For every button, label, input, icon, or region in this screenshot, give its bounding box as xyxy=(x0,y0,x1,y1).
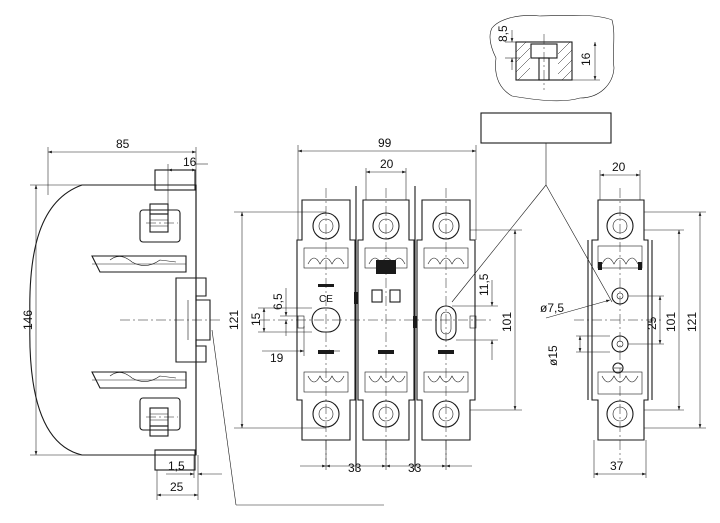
label-33-a: 33 xyxy=(348,461,362,475)
label-101-right: 101 xyxy=(664,312,678,332)
label-dia-15: ø15 xyxy=(546,345,560,366)
label-6-5: 6,5 xyxy=(271,293,285,310)
label-19: 19 xyxy=(270,351,284,365)
label-25-right: 25 xyxy=(645,316,659,330)
label-dia-7-5: ø7,5 xyxy=(540,301,564,315)
side-top-lug xyxy=(154,169,196,191)
side-bottom-lug xyxy=(154,449,196,471)
front-view: CE xyxy=(227,136,522,475)
label-121-front: 121 xyxy=(227,310,241,330)
right-view: 20 ø7,5 ø15 25 101 121 37 xyxy=(540,160,706,478)
label-15-front: 15 xyxy=(249,312,263,326)
label-121-right: 121 xyxy=(685,312,699,332)
label-20-front: 20 xyxy=(380,157,394,171)
label-16-detail: 16 xyxy=(579,52,593,66)
label-box xyxy=(480,112,612,144)
side-view: 85 16 146 1,5 25 xyxy=(21,137,384,506)
label-11-5: 11,5 xyxy=(477,273,491,296)
label-16-side: 16 xyxy=(183,155,197,169)
right-outline xyxy=(591,199,649,441)
label-146: 146 xyxy=(21,310,35,330)
label-8-5: 8,5 xyxy=(496,25,510,42)
label-85: 85 xyxy=(116,137,130,151)
detail-break-outline xyxy=(489,14,615,102)
label-25-side: 25 xyxy=(170,480,184,494)
label-33-b: 33 xyxy=(408,461,422,475)
side-cover xyxy=(29,184,197,456)
label-99: 99 xyxy=(378,136,392,150)
detail-hatching xyxy=(515,41,573,81)
label-37: 37 xyxy=(610,459,624,473)
label-1-5: 1,5 xyxy=(168,459,185,473)
label-101-front: 101 xyxy=(500,312,514,332)
bolt-detail: 8,5 16 xyxy=(489,14,615,102)
detail-leader xyxy=(451,112,613,303)
label-20-right: 20 xyxy=(612,160,626,174)
